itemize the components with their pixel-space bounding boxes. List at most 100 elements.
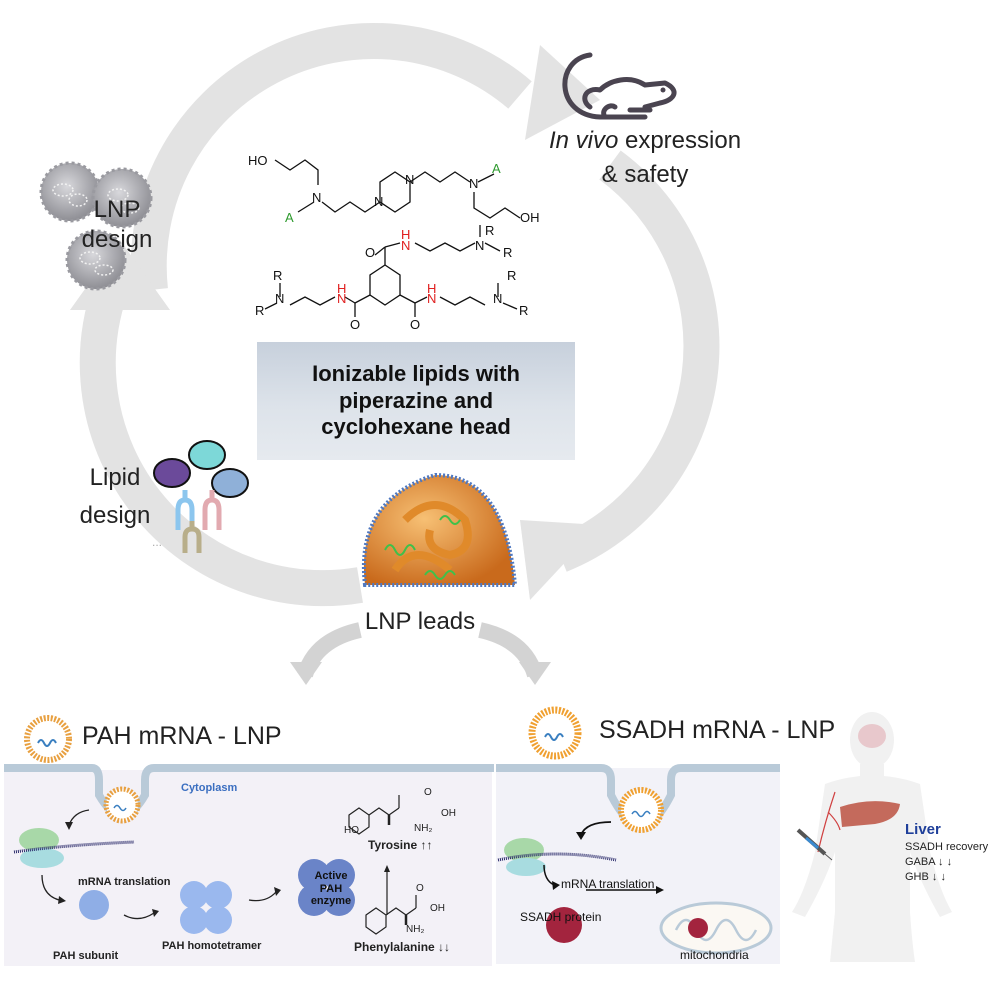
chem-n: N [401, 238, 410, 253]
chem-r: R [507, 268, 516, 283]
human-body-image [792, 712, 952, 962]
chem-r: R [255, 303, 264, 318]
chem-n: N [275, 291, 284, 306]
chem-r: R [273, 268, 282, 283]
chem-a: A [285, 210, 294, 225]
mitochondria-label: mitochondria [680, 948, 749, 962]
lnp-particle [91, 167, 153, 229]
chem-n: N [312, 190, 321, 205]
liver-effect-gaba: GABA ↓ ↓ [905, 855, 953, 868]
lnp-leads-label: LNP leads [364, 608, 476, 635]
liver-effect-ghb: GHB ↓ ↓ [905, 870, 946, 883]
brain-icon [858, 724, 886, 748]
mouse-icon [562, 52, 677, 120]
liver-effect-ssadh: SSADH recovery [905, 841, 989, 853]
chem-n: N [427, 291, 436, 306]
chem-ho: HO [248, 153, 268, 168]
cycle-arrowhead-top [525, 45, 600, 140]
title-line2: piperazine and [338, 387, 494, 413]
chem-r: R [503, 245, 512, 260]
tyrosine-oh: OH [441, 808, 456, 819]
pah-mrna-translation-label: mRNA translation [78, 876, 171, 888]
pah-cell-diagram [4, 770, 492, 966]
in-vivo-line1: In vivo expression [540, 126, 750, 156]
pah-homotetramer-label: PAH homotetramer [162, 940, 262, 952]
tyrosine-nh2: NH₂ [414, 823, 433, 834]
title-line1: Ionizable lipids with [312, 361, 520, 387]
lnp-design-line1: LNP [93, 196, 141, 223]
ssadh-protein-shape [546, 907, 582, 943]
chem-o: O [410, 317, 420, 332]
in-vivo-label: In vivo expression & safety [540, 126, 750, 190]
syringe-icon [796, 828, 833, 861]
lnp-mrna-icon [528, 706, 582, 760]
title-line3: cyclohexane head [321, 414, 511, 440]
in-vivo-line2: & safety [601, 161, 689, 188]
ssadh-mrna-translation-label: mRNA translation [561, 877, 655, 891]
phenylalanine-label: Phenylalanine ↓↓ [354, 940, 450, 954]
lnp-design-line2: design [81, 226, 153, 253]
chem-n: N [337, 291, 346, 306]
pah-subunit-label: PAH subunit [53, 950, 119, 962]
lnp-particle [65, 229, 127, 291]
active-enzyme-line2: PAH [319, 882, 343, 895]
cycle-arrow-top [130, 22, 532, 292]
split-arrowhead-left [290, 662, 322, 685]
lnp-design-label: LNP design [72, 195, 162, 255]
split-arrowhead-right [519, 662, 551, 685]
chem-r: R [519, 303, 528, 318]
tyrosine-ho: HO [344, 825, 359, 836]
up-arrows-icon: ↑↑ [420, 838, 433, 852]
cytoplasm-label: Cytoplasm [181, 782, 238, 794]
chem-o: O [365, 245, 375, 260]
lipid-design-line1: Lipid [89, 464, 141, 491]
pah-membrane [4, 764, 494, 935]
ssadh-panel-title: SSADH mRNA - LNP [599, 716, 836, 744]
ionizable-lipids-title-box: Ionizable lipids with piperazine and cyc… [257, 342, 575, 460]
lnp-mrna-icon [24, 715, 72, 763]
lipid-design-label: Lipid design [70, 463, 160, 531]
phenylalanine-nh2: NH₂ [406, 924, 425, 935]
chem-n: N [493, 291, 502, 306]
cycle-arrow-right [553, 150, 720, 572]
ssadh-protein-label: SSADH protein [520, 910, 602, 924]
chem-n: N [475, 238, 484, 253]
chem-r: R [485, 225, 494, 238]
lnp-particles-image [39, 161, 153, 291]
chem-h: H [427, 281, 436, 296]
active-enzyme-line1: Active [314, 870, 348, 882]
piperazine-lipid-structure: HO N A N N N A OH [248, 153, 540, 225]
lnp-lead-particle-image [361, 472, 518, 587]
chem-n: N [405, 172, 414, 187]
pah-homotetramer-shape [180, 881, 232, 934]
cycle-arrowhead-right [520, 520, 600, 600]
chem-oh: OH [520, 210, 540, 225]
pah-subunit-shape [79, 890, 109, 920]
tyrosine-o: O [424, 787, 432, 798]
in-vivo-rest: expression [618, 127, 742, 154]
chem-o: O [350, 317, 360, 332]
chem-h: H [337, 281, 346, 296]
chem-a: A [492, 161, 501, 176]
tyrosine-text: Tyrosine [368, 838, 418, 852]
active-enzyme-line3: enzyme [310, 895, 352, 908]
chem-n: N [469, 176, 478, 191]
active-pah-enzyme-label: Active PAH enzyme [306, 870, 356, 908]
cyclohexane-lipid-structure: O H N N R R H N O O H N N R R N R R [255, 225, 528, 332]
pah-panel-title: PAH mRNA - LNP [82, 722, 282, 750]
phenylalanine-o: O [416, 883, 424, 894]
active-pah-enzyme-shape [298, 859, 355, 916]
lipid-molecules-image [153, 440, 249, 553]
down-arrows-icon: ↓↓ [438, 940, 451, 954]
phenylalanine-text: Phenylalanine [354, 940, 435, 954]
phenylalanine-oh: OH [430, 903, 445, 914]
chem-n: N [374, 194, 383, 209]
lipid-design-line2: design [79, 502, 151, 529]
liver-organ [840, 801, 900, 827]
in-vivo-italic: In vivo [548, 127, 619, 154]
ssadh-membrane [496, 764, 780, 955]
tyrosine-label: Tyrosine ↑↑ [368, 838, 432, 852]
chem-h: H [401, 227, 410, 242]
liver-title: Liver [905, 821, 941, 838]
liver-effects-list: SSADH recovery GABA ↓ ↓ GHB ↓ ↓ [905, 840, 988, 885]
